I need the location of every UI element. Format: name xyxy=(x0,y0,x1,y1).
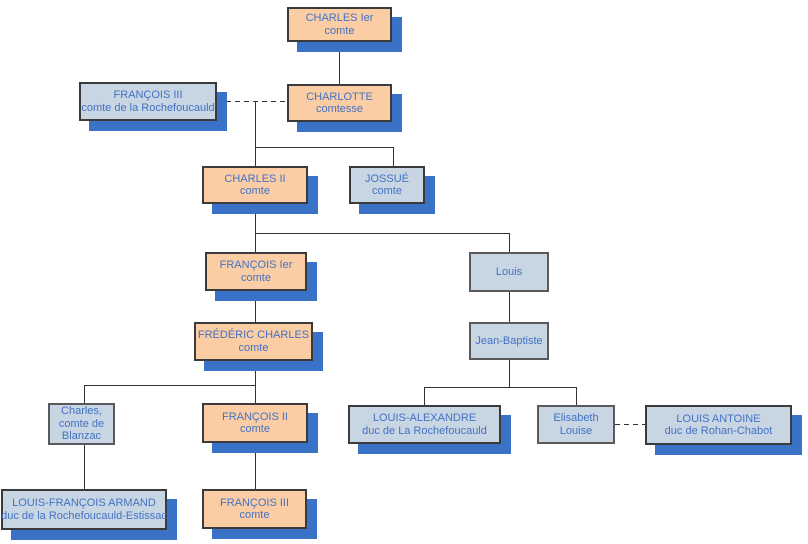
person-name: FRANÇOIS Ier xyxy=(219,259,293,271)
connector-drop-jossue xyxy=(393,147,394,166)
person-name: JOSSUÉ xyxy=(364,172,409,185)
connector-charles-ii-to-francois-ier xyxy=(255,204,256,252)
person-title: comte xyxy=(324,24,355,37)
person-title: comtesse xyxy=(315,103,364,115)
connector-francois-ii-to-francois-iii xyxy=(255,443,256,489)
person-name: Charles, xyxy=(61,405,102,418)
node-francois-iii-comte: FRANÇOIS III comte xyxy=(202,489,307,529)
person-name: Louis xyxy=(495,265,523,278)
node-charles-blanzac: Charles, comte de Blanzac xyxy=(48,403,115,445)
connector-charles-ier-to-charlotte xyxy=(339,42,340,85)
connector-branch-alexandre-elisabeth xyxy=(424,387,576,388)
person-name: Elisabeth xyxy=(553,412,599,424)
connector-frederic-to-francois-ii xyxy=(255,361,256,403)
node-charles-ii: CHARLES II comte xyxy=(202,166,308,204)
connector-louis-to-jean-baptiste xyxy=(509,292,510,322)
person-name: LOUIS-FRANÇOIS ARMAND xyxy=(12,497,156,509)
person-name-2: Louise xyxy=(559,424,593,437)
person-title: duc de Rohan-Chabot xyxy=(664,425,773,437)
person-title-2: Blanzac xyxy=(61,430,102,443)
connector-branch-charles-jossue xyxy=(255,147,394,148)
connector-branch-francois-louis xyxy=(255,233,510,234)
connector-jean-baptiste-down xyxy=(509,360,510,387)
node-charles-ier: CHARLES Ier comte xyxy=(287,7,392,42)
marriage-dashed-line-elisabeth-antoine xyxy=(615,424,645,425)
node-louis-francois-armand: LOUIS-FRANÇOIS ARMAND duc de la Rochefou… xyxy=(1,489,167,530)
node-francois-ii: FRANÇOIS II comte xyxy=(202,403,308,443)
node-francois-ier: FRANÇOIS Ier comte xyxy=(205,252,307,291)
node-louis-alexandre: LOUIS-ALEXANDRE duc de La Rochefoucauld xyxy=(348,405,501,444)
person-title: comte xyxy=(241,271,271,284)
connector-drop-elisabeth xyxy=(576,387,577,405)
person-name: CHARLES II xyxy=(224,172,286,185)
person-name: FRANÇOIS III xyxy=(219,496,290,509)
connector-francois-ier-to-frederic xyxy=(255,291,256,322)
node-louis: Louis xyxy=(469,252,549,292)
node-frederic-charles: FRÉDÉRIC CHARLES comte xyxy=(194,322,313,361)
connector-drop-blanzac xyxy=(84,385,85,403)
person-title: duc de la Rochefoucauld-Estissac xyxy=(1,509,167,522)
connector-drop-louis-alexandre xyxy=(424,387,425,405)
person-name: CHARLOTTE xyxy=(306,90,373,103)
person-name: LOUIS ANTOINE xyxy=(676,412,761,425)
person-title: comte xyxy=(240,423,270,435)
node-charlotte: CHARLOTTE comtesse xyxy=(287,84,392,122)
connector-blanzac-to-armand xyxy=(84,445,85,489)
person-name: CHARLES Ier xyxy=(305,12,374,24)
connector-branch-blanzac-francois-ii xyxy=(84,385,256,386)
person-name: FRANÇOIS II xyxy=(221,410,288,423)
connector-drop-louis xyxy=(509,233,510,252)
person-name: FRANÇOIS III xyxy=(113,89,183,101)
person-title: duc de La Rochefoucauld xyxy=(362,424,487,437)
connector-marriage-to-charles-ii xyxy=(255,101,256,166)
person-title: comte xyxy=(239,509,270,521)
person-name: Jean-Baptiste xyxy=(475,334,543,347)
node-jean-baptiste: Jean-Baptiste xyxy=(469,322,549,360)
person-name: FRÉDÉRIC CHARLES xyxy=(197,329,310,341)
person-title: comte de xyxy=(58,417,105,430)
node-louis-antoine: LOUIS ANTOINE duc de Rohan-Chabot xyxy=(645,405,792,445)
person-title: comte xyxy=(240,185,270,197)
node-elisabeth-louise: Elisabeth Louise xyxy=(537,405,615,444)
node-francois-iii-rochefoucauld: FRANÇOIS III comte de la Rochefoucauld xyxy=(79,82,217,121)
person-title: comte xyxy=(372,185,402,197)
person-name: LOUIS-ALEXANDRE xyxy=(372,412,477,424)
person-title: comte de la Rochefoucauld xyxy=(81,101,215,114)
marriage-dashed-line-francois-charlotte xyxy=(217,101,287,102)
node-jossue: JOSSUÉ comte xyxy=(349,166,425,204)
person-title: comte xyxy=(238,341,269,354)
